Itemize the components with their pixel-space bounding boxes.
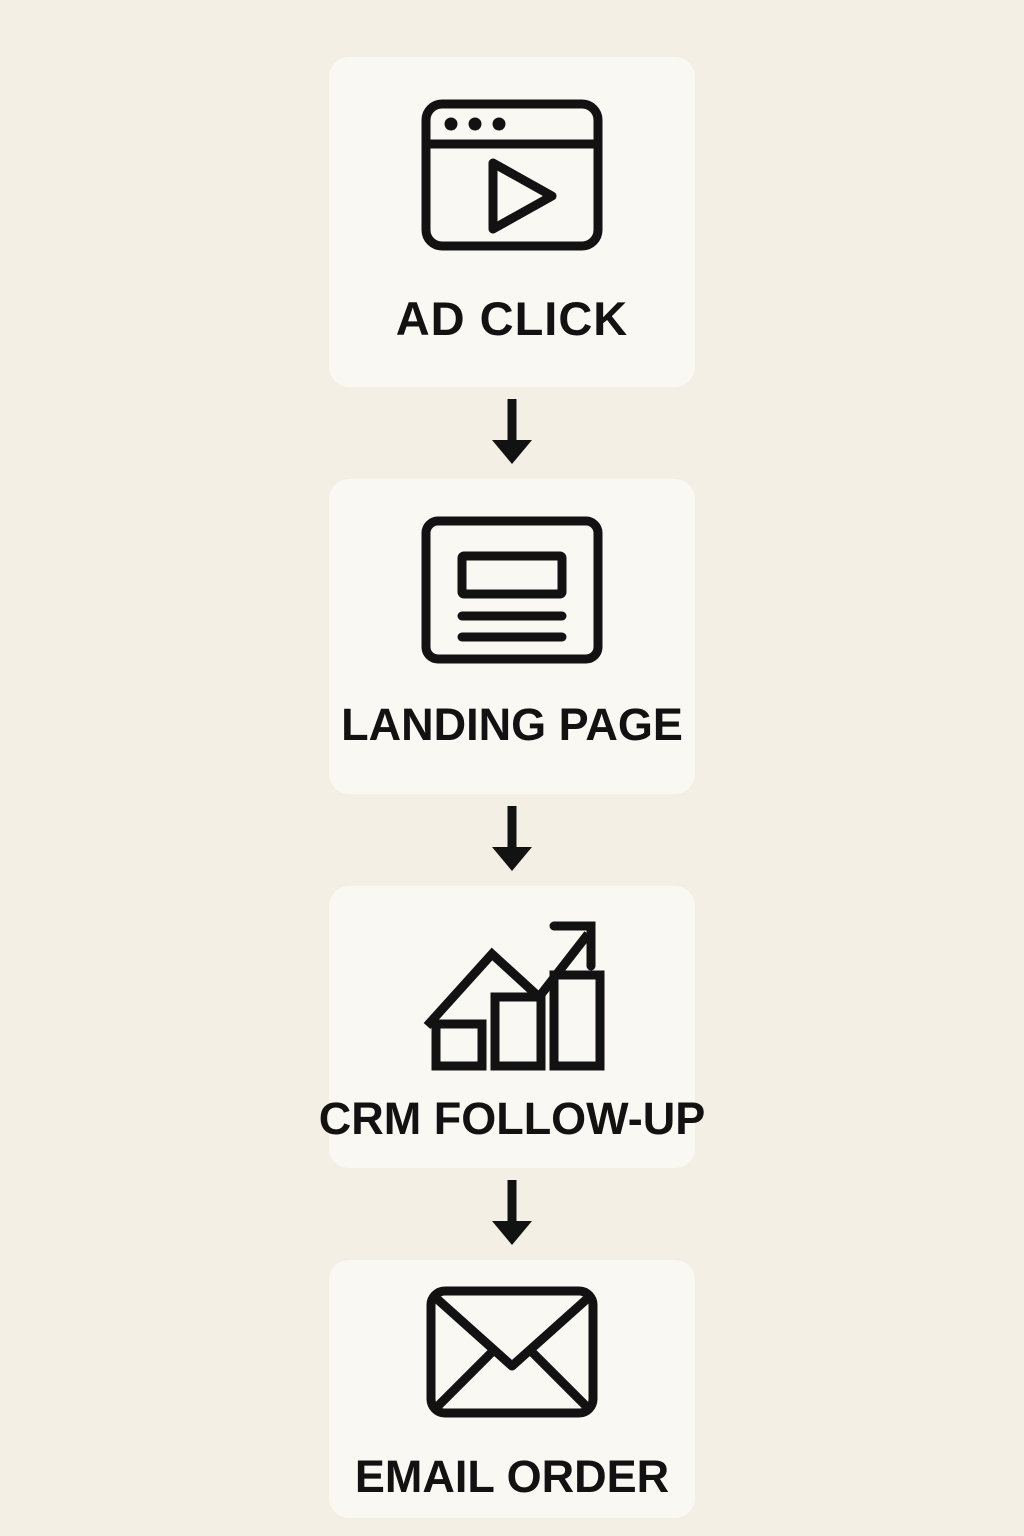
envelope-icon [424,1282,600,1422]
arrow-down-icon [492,1180,532,1245]
step-card-ad-click[interactable]: AD CLICK [329,57,695,387]
growth-bar-chart-arrow-icon [417,904,607,1072]
connector-arrow-1 [482,387,542,479]
step-label-landing-page: LANDING PAGE [341,699,683,750]
step-card-crm-follow-up[interactable]: CRM FOLLOW-UP [319,886,705,1168]
arrow-down-icon [492,806,532,871]
step-card-landing-page[interactable]: LANDING PAGE [329,479,695,794]
connector-arrow-2 [482,794,542,886]
step-label-ad-click: AD CLICK [395,292,629,345]
step-card-email-order[interactable]: EMAIL ORDER [329,1260,695,1518]
arrow-down-icon [492,399,532,464]
step-label-email-order: EMAIL ORDER [354,1451,670,1502]
landing-page-layout-icon [419,514,605,666]
step-label-crm-follow-up: CRM FOLLOW-UP [318,1093,706,1144]
browser-window-play-icon [417,95,607,255]
connector-arrow-3 [482,1168,542,1260]
